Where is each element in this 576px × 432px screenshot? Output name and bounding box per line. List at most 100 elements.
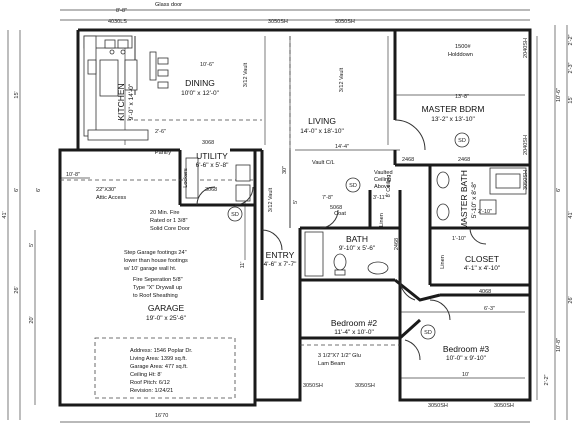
dim-mid-f: 3'-11" (373, 195, 387, 201)
garage-size: 19'-0" x 25'-6" (146, 315, 187, 322)
vault-centerline-note: Vault C/L (312, 160, 335, 166)
glass-door-note: Glass door (155, 2, 182, 8)
address-line-4: Ceiling Ht: 8' (130, 372, 162, 378)
window-top-3: 3050SH (335, 19, 355, 25)
address-line-6: Revision: 1/24/21 (130, 388, 173, 394)
bath-fixtures (185, 157, 527, 277)
linen-label-1: Linen (379, 213, 385, 227)
firedoor-note-1: 20 Min. Fire (150, 210, 180, 216)
entry-size: 4'-6" x 7'-7" (264, 261, 297, 268)
window-top-2: 3050SH (268, 19, 288, 25)
dim-right-h: 26' (568, 296, 574, 303)
firedoor-note-2: Rated or 1 3/8" (150, 218, 187, 224)
smoke-detector-1: SD (458, 138, 466, 144)
dimension-labels: 8'-8" 10'-6" 13'-8" 14'-4" 15' 26' 41' 6… (2, 8, 574, 419)
window-bottom-2: 3050SH (355, 383, 375, 389)
dim-mid-b: 5' (293, 200, 299, 204)
closet-size: 4'-1" x 4'-10" (464, 265, 501, 272)
firesep-note-1: Fire Seperation 5/8" (133, 277, 183, 283)
holddown-note-1: 1500# (455, 44, 471, 50)
window-bottom-1: 3050SH (303, 383, 323, 389)
dim-right-c: 10'-6" (556, 88, 562, 102)
kitchen-fixtures (83, 35, 169, 141)
address-line-5: Roof Pitch: 6/12 (130, 380, 170, 386)
lockers-label: Lockers (183, 168, 189, 188)
smoke-detector-4: SD (349, 183, 357, 189)
vault-label-3: 3/12 Vault (268, 187, 274, 212)
holddown-note-2: Holddown (448, 52, 473, 58)
walls (58, 28, 532, 407)
address-line-3: Garage Area: 477 sq.ft. (130, 364, 188, 370)
window-right-3: 3050SH (523, 170, 529, 190)
dim-left-b: 26' (14, 286, 20, 293)
dashed-lines (60, 36, 400, 399)
dim-left-g: 10'-8" (66, 172, 80, 178)
closet-label: CLOSET (465, 254, 499, 264)
bedroom-3-label: Bedroom #3 (443, 344, 490, 354)
window-callouts: 4030LS 3050SH 3050SH 2040SH 2040SH 3050S… (108, 19, 529, 409)
window-bottom-3: 3050SH (428, 403, 448, 409)
vaulted-ceiling-note-3: Above (374, 184, 390, 190)
door-utility: 3068 (202, 140, 214, 146)
master-bedroom-size: 13'-2" x 13'-10" (431, 116, 475, 123)
room-labels: DINING 10'0" x 12'-0" LIVING 14'-0" x 18… (116, 78, 501, 362)
flat-ceiling-note: 8' Ceiling (386, 175, 392, 198)
dining-size: 10'0" x 12'-0" (181, 90, 220, 97)
door-coat: 5068 (330, 205, 342, 211)
garage-label: GARAGE (148, 303, 185, 313)
living-label: LIVING (308, 116, 336, 126)
window-right-2: 2040SH (523, 135, 529, 155)
dim-mid-i: 30" (282, 166, 288, 174)
footings-note-1: Step Garage footings 24" (124, 250, 187, 256)
utility-size: 6'-6" x 5'-8" (196, 162, 229, 169)
address-line-1: Address: 1546 Poplar Dr. (130, 348, 193, 354)
dim-left-e: 20' (29, 316, 35, 323)
utility-label: UTILITY (196, 151, 228, 161)
dim-right-d: 15' (568, 96, 574, 103)
dim-top-d: 14'-4" (335, 144, 349, 150)
master-bath-size: 5'-10" x 8'-8" (471, 181, 478, 218)
dim-right-a: 2'-2" (568, 34, 574, 45)
dim-right-g: 10'-8" (556, 338, 562, 352)
door-swings (196, 119, 487, 361)
bath-size: 9'-10" x 5'-6" (339, 245, 376, 252)
master-bedroom-label: MASTER BDRM (422, 104, 485, 114)
entry-label: ENTRY (266, 250, 295, 260)
door-master-bath: 2468 (458, 157, 470, 163)
beam-note-2: Lam Beam (318, 361, 345, 367)
window-top-1: 4030LS (108, 19, 127, 25)
dim-right-f: 41' (568, 211, 574, 218)
firesep-note-3: to Roof Sheathing (133, 293, 178, 299)
coat-label: Coat (334, 211, 346, 217)
linen-label-2: Linen (440, 255, 446, 269)
dim-left-d: 6' (14, 188, 20, 192)
attic-note-1: 22"X30" (96, 187, 116, 193)
vault-label-2: 3/12 Vault (339, 67, 345, 92)
dim-left-a: 15' (14, 91, 20, 98)
vault-label-1: 3/12 Vault (243, 62, 249, 87)
dim-bottom-b: 10' (462, 372, 469, 378)
attic-note-2: Attic Access (96, 195, 126, 201)
kitchen-size: 9'-0" x 14'-0" (128, 83, 135, 120)
footings-note-3: w/ 10' garage wall ht. (123, 266, 177, 272)
bedroom-2-size: 11'-4" x 10'-0" (334, 329, 374, 336)
firedoor-note-3: Solid Core Door (150, 226, 190, 232)
smoke-detector-2: SD (231, 212, 239, 218)
dim-top-b: 10'-6" (200, 62, 214, 68)
dim-mid-e: 7'-8" (322, 195, 333, 201)
door-bath: 2468 (394, 238, 400, 250)
dim-top-c: 13'-8" (455, 94, 469, 100)
notes: 1500# Holddown 22"X30" Attic Access 20 M… (96, 2, 473, 394)
dim-bottom-c: 6'-3" (484, 306, 495, 312)
dining-label: DINING (185, 78, 215, 88)
dim-top-a: 8'-8" (116, 8, 127, 14)
vaulted-ceiling-note-2: Ceiling (374, 177, 391, 183)
dim-bottom-a: 16'70 (155, 413, 168, 419)
dim-right-e: 6' (556, 188, 562, 192)
dim-right-i: 2'-2" (544, 374, 550, 385)
window-right-1: 2040SH (523, 38, 529, 58)
dim-mid-g: 1'-10" (452, 236, 466, 242)
window-bottom-4: 3050SH (494, 403, 514, 409)
vaulted-ceiling-note-1: Vaulted (374, 170, 393, 176)
